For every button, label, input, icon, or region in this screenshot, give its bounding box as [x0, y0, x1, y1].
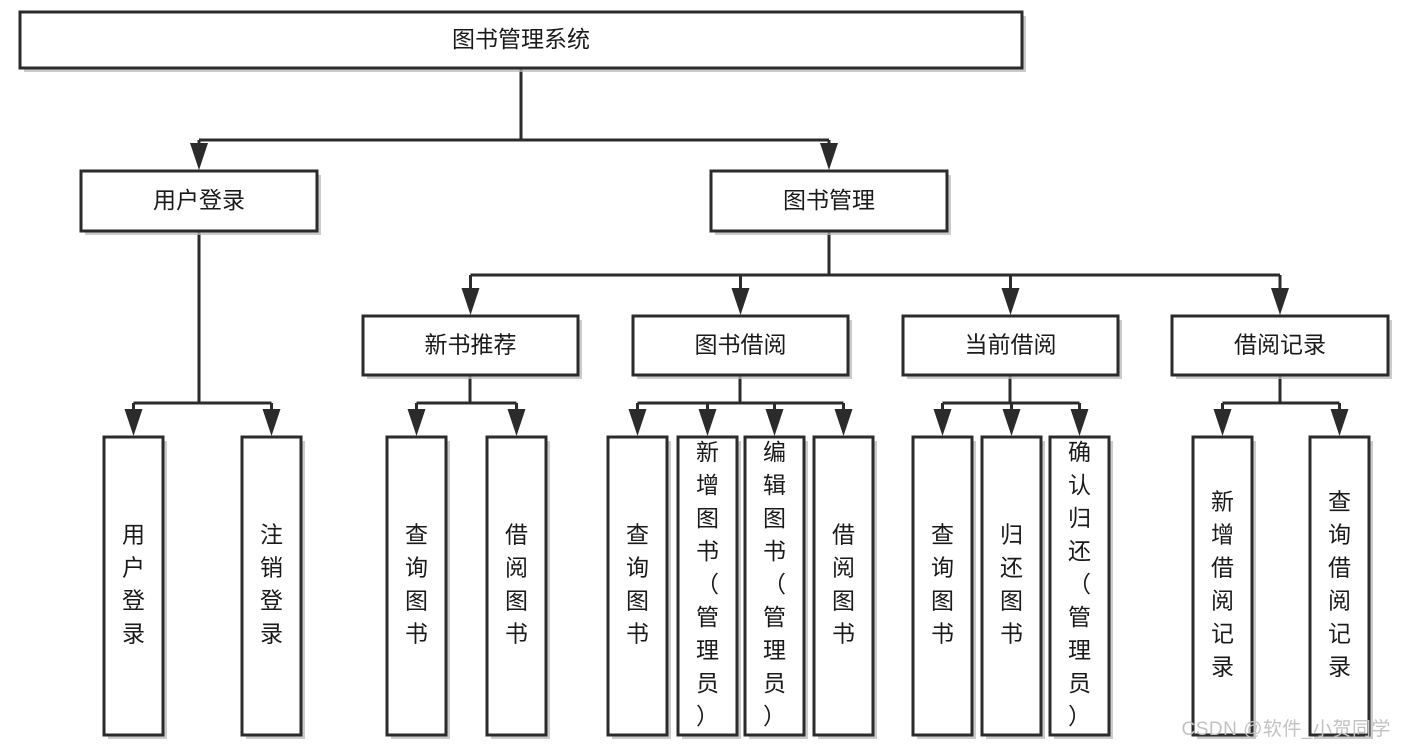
node-leaf-return-book[interactable]: 归还图书	[980, 435, 1045, 739]
node-label: 查询图书	[931, 522, 954, 647]
connectors-layer	[124, 68, 1349, 436]
arrow-head-icon	[834, 409, 853, 436]
node-root[interactable]: 图书管理系统	[18, 10, 1026, 72]
arrow-head-icon	[262, 409, 281, 436]
node-box[interactable]	[1170, 314, 1390, 377]
node-leaf-query-book-2[interactable]: 查询图书	[606, 435, 671, 739]
node-borrow-record[interactable]: 借阅记录	[1170, 314, 1392, 379]
node-label: 借阅图书	[832, 522, 855, 647]
arrow-head-icon	[1070, 409, 1089, 436]
node-leaf-confirm-return-admin[interactable]: 确认归还（管理员）	[1048, 435, 1113, 739]
arrow-head-icon	[1271, 288, 1289, 315]
node-label: 借阅记录	[1234, 332, 1326, 358]
node-label: 用户登录	[122, 522, 145, 647]
node-box[interactable]	[606, 435, 669, 737]
node-label: 编辑图书（管理员）	[763, 439, 786, 729]
node-label: 查询图书	[405, 522, 428, 647]
node-label: 归还图书	[1000, 522, 1023, 647]
connector-group	[124, 231, 281, 436]
node-label: 当前借阅	[965, 332, 1057, 358]
node-box[interactable]	[361, 314, 580, 377]
arrow-head-icon	[933, 409, 952, 436]
node-box[interactable]	[812, 435, 875, 737]
connector-group	[1213, 375, 1349, 436]
node-box[interactable]	[385, 435, 448, 737]
arrow-head-icon	[820, 143, 838, 170]
node-box[interactable]	[240, 435, 303, 737]
node-box[interactable]	[631, 314, 850, 377]
arrow-head-icon	[1002, 409, 1021, 436]
node-label: 查询借阅记录	[1328, 489, 1351, 680]
arrow-head-icon	[731, 288, 750, 315]
arrow-head-icon	[1001, 288, 1020, 315]
connector-group	[461, 231, 1289, 315]
node-box[interactable]	[18, 10, 1024, 70]
node-box[interactable]	[485, 435, 548, 737]
node-current-borrow[interactable]: 当前借阅	[901, 314, 1122, 379]
connector-group	[407, 375, 526, 436]
node-box[interactable]	[79, 169, 319, 233]
node-label: 用户登录	[153, 187, 245, 213]
node-label: 图书管理系统	[452, 26, 590, 52]
node-box[interactable]	[676, 435, 739, 737]
connector-group	[190, 68, 838, 170]
arrow-head-icon	[507, 409, 526, 436]
node-box[interactable]	[1048, 435, 1111, 737]
node-leaf-user-login[interactable]: 用户登录	[102, 435, 167, 739]
node-label: 图书借阅	[695, 332, 787, 358]
arrow-head-icon	[1213, 409, 1232, 436]
node-box[interactable]	[901, 314, 1120, 377]
node-leaf-query-record[interactable]: 查询借阅记录	[1308, 435, 1373, 739]
connector-group	[933, 375, 1089, 436]
node-box[interactable]	[102, 435, 165, 737]
node-user-login[interactable]: 用户登录	[79, 169, 321, 235]
node-box[interactable]	[709, 169, 949, 233]
node-leaf-logout[interactable]: 注销登录	[240, 435, 305, 739]
node-label: 新书推荐	[425, 332, 517, 358]
arrow-head-icon	[190, 143, 208, 170]
node-label: 注销登录	[260, 522, 283, 647]
node-label: 确认归还（管理员）	[1068, 439, 1091, 729]
node-label: 图书管理	[783, 187, 875, 213]
arrow-head-icon	[1330, 409, 1349, 436]
arrow-head-icon	[698, 409, 717, 436]
arrow-head-icon	[628, 409, 647, 436]
node-label: 新增借阅记录	[1211, 489, 1234, 680]
node-box[interactable]	[1191, 435, 1254, 737]
arrow-head-icon	[765, 409, 784, 436]
node-label: 借阅图书	[505, 522, 528, 647]
node-leaf-borrow-book-1[interactable]: 借阅图书	[485, 435, 550, 739]
node-new-book-rec[interactable]: 新书推荐	[361, 314, 582, 379]
node-book-borrow[interactable]: 图书借阅	[631, 314, 852, 379]
node-leaf-edit-book-admin[interactable]: 编辑图书（管理员）	[743, 435, 808, 739]
node-leaf-add-book-admin[interactable]: 新增图书（管理员）	[676, 435, 741, 739]
node-label: 查询图书	[626, 522, 649, 647]
node-leaf-query-book-1[interactable]: 查询图书	[385, 435, 450, 739]
node-box[interactable]	[1308, 435, 1371, 737]
node-box[interactable]	[911, 435, 974, 737]
node-leaf-add-record[interactable]: 新增借阅记录	[1191, 435, 1256, 739]
node-leaf-borrow-book-2[interactable]: 借阅图书	[812, 435, 877, 739]
node-box[interactable]	[743, 435, 806, 737]
node-label: 新增图书（管理员）	[696, 439, 719, 729]
arrow-head-icon	[124, 409, 143, 436]
arrow-head-icon	[407, 409, 426, 436]
node-box[interactable]	[980, 435, 1043, 737]
node-book-manage[interactable]: 图书管理	[709, 169, 951, 235]
connector-group	[628, 375, 853, 436]
node-leaf-query-book-3[interactable]: 查询图书	[911, 435, 976, 739]
arrow-head-icon	[461, 288, 480, 315]
nodes-layer: 图书管理系统用户登录图书管理新书推荐图书借阅当前借阅借阅记录用户登录注销登录查询…	[18, 10, 1392, 739]
